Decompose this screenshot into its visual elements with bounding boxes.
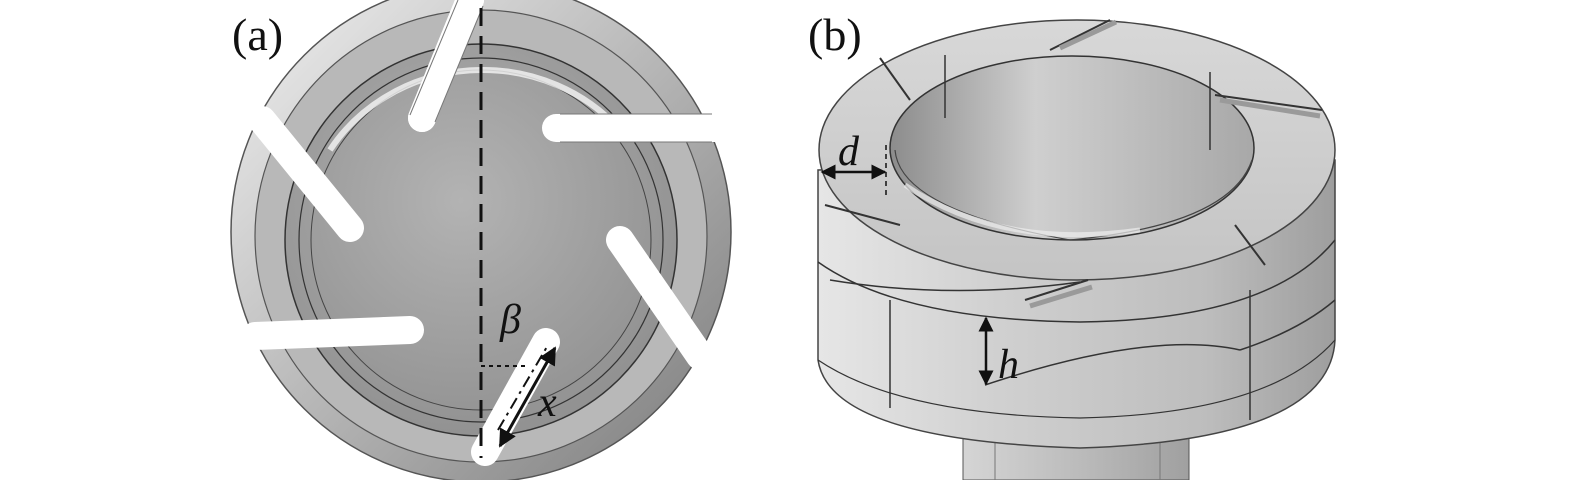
dimension-h-annotation: h [978,316,1019,388]
disc-top-view: β x [230,0,734,480]
angle-beta-symbol: β [499,297,521,343]
ring-edge-lower [817,339,1336,419]
bore-bottom-edge [894,149,1253,241]
top-grooves [824,19,1323,301]
dimension-x-annotation: x [498,346,557,448]
slot-left-lower [241,316,424,350]
slot-left-upper [248,106,364,242]
panel-b-label: (b) [808,9,862,60]
disc-groove-1 [298,57,664,423]
slot-right-lower [606,226,714,370]
bore-highlight [903,182,1141,238]
dimension-x-symbol: x [537,380,557,426]
panel-a: (a) [230,0,734,480]
panel-b: (b) [808,9,1336,480]
dimension-d-annotation: d [820,129,887,195]
rim-highlight [327,66,623,152]
top-groove-shadows [1029,19,1321,309]
slot-outlines [409,0,712,143]
dimension-x-arrow [498,346,557,448]
panel-a-label: (a) [232,9,283,60]
dimension-h-symbol: h [998,342,1019,388]
cylinder-3d-view: d h [817,19,1336,480]
ring-edge-upper [817,239,1336,323]
dimension-d-symbol: d [838,129,860,175]
slot-top-fill [408,0,484,132]
side-grooves [829,55,1336,420]
